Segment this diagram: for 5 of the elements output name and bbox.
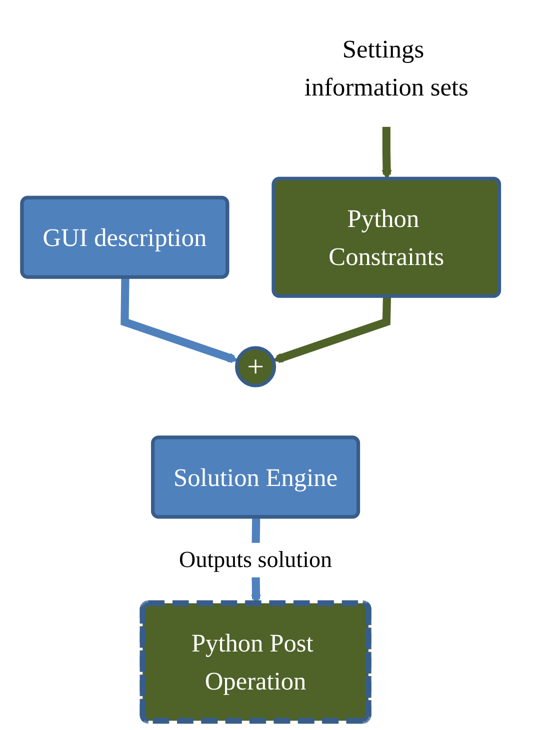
edge-label: Outputs solution	[179, 547, 332, 573]
node-circle: +	[235, 346, 276, 388]
arrow	[120, 278, 238, 363]
arrow	[272, 296, 392, 363]
node-text: Settings information sets	[304, 34, 468, 102]
